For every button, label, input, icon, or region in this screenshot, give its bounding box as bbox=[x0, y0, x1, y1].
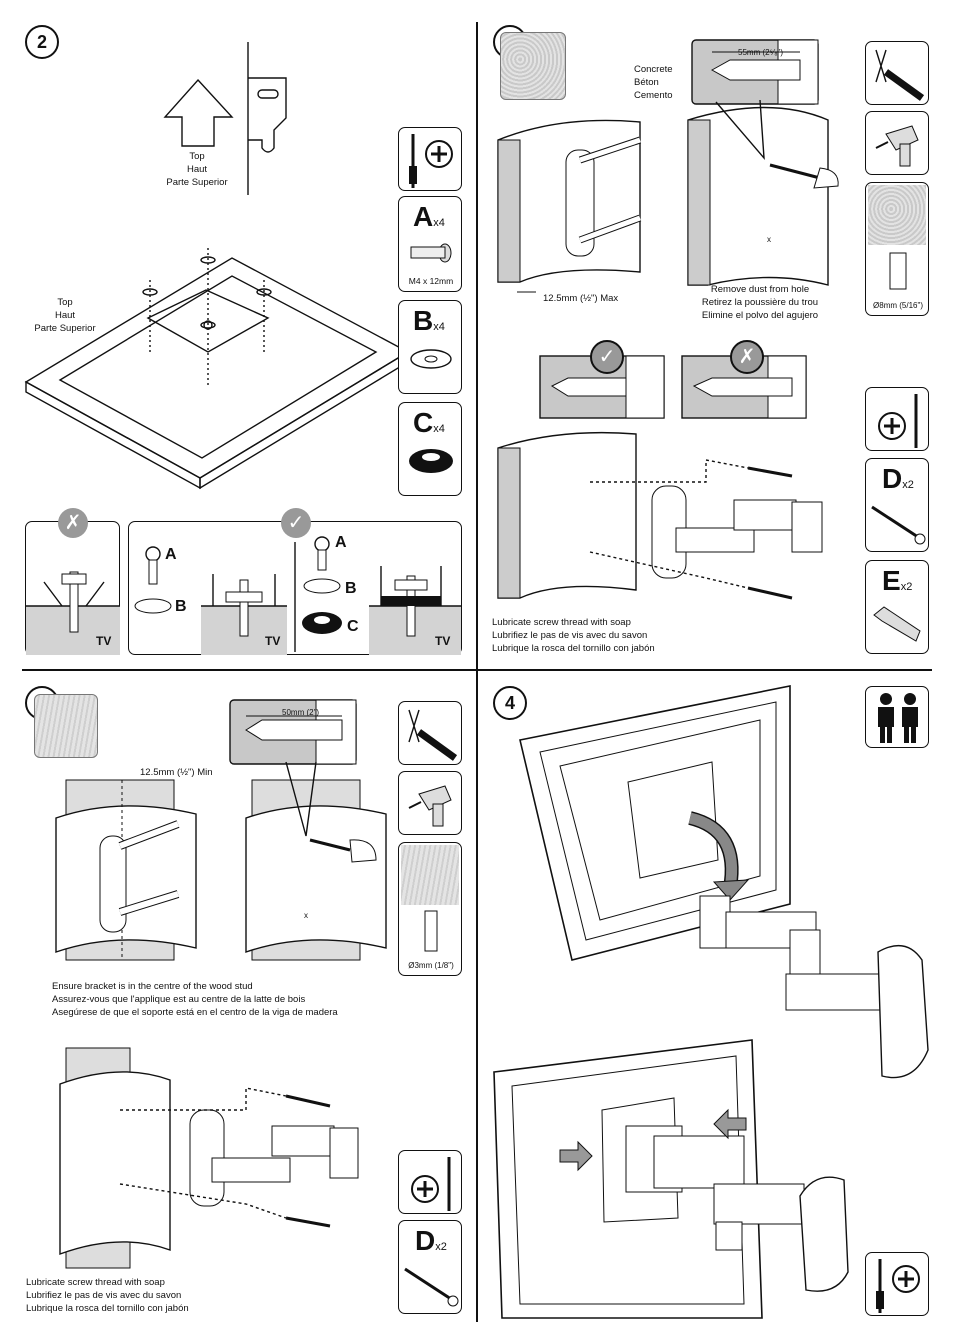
wrong-mount-panel: ✗ TV bbox=[25, 508, 120, 655]
pencil-panel bbox=[865, 41, 929, 105]
wood-screw-icon bbox=[871, 505, 926, 545]
centre-caption: Ensure bracket is in the centre of the w… bbox=[52, 981, 338, 1018]
spacer-icon bbox=[409, 449, 453, 473]
phillips-icon bbox=[425, 140, 453, 168]
phillips-icon bbox=[892, 1265, 920, 1293]
vesa-plate bbox=[146, 289, 270, 353]
two-person-icon bbox=[878, 693, 918, 743]
screwdriver-panel bbox=[398, 127, 462, 191]
drill-bit-icon bbox=[424, 910, 438, 952]
screwdriver-panel-step4 bbox=[865, 1252, 929, 1316]
right-mount-panel: ✓ A B A B C TV TV bbox=[128, 508, 462, 655]
part-e-panel: Ex2 bbox=[865, 560, 929, 654]
part-d-panel: Dx2 bbox=[865, 458, 929, 552]
pencil-icon bbox=[875, 49, 925, 101]
step-4-badge: 4 bbox=[493, 686, 527, 720]
wood-texture-swatch bbox=[34, 694, 98, 758]
screwdriver-panel-wood bbox=[398, 1150, 462, 1214]
depth-label-wood: 50mm (2") bbox=[282, 708, 320, 717]
part-b-panel: Bx4 bbox=[398, 300, 462, 394]
hole-mark-concrete: x bbox=[767, 235, 771, 244]
concrete-bit-panel: Ø8mm (5/16") bbox=[865, 182, 929, 316]
screwdriver-panel-2 bbox=[865, 387, 929, 451]
bolt-icon bbox=[410, 243, 452, 263]
pencil-icon bbox=[408, 709, 458, 761]
horizontal-divider bbox=[22, 669, 932, 671]
part-a-panel: Ax4 M4 x 12mm bbox=[398, 196, 462, 292]
anchor-correct-icon: ✓ bbox=[590, 340, 624, 374]
drill-icon bbox=[875, 125, 919, 167]
drill-bit-icon bbox=[889, 252, 907, 290]
depth-label-concrete: 55mm (2⁶⁄₈") bbox=[738, 48, 784, 57]
drill-icon bbox=[408, 785, 452, 827]
washer-icon bbox=[410, 349, 452, 369]
drill-panel-wood bbox=[398, 771, 462, 835]
step-2-badge: 2 bbox=[25, 25, 59, 59]
concrete-texture-swatch bbox=[500, 32, 566, 100]
edge-distance-concrete: 12.5mm (½") Max bbox=[543, 293, 619, 304]
pencil-panel-wood bbox=[398, 701, 462, 765]
wall-anchor-icon bbox=[873, 606, 921, 642]
right-mark-icon: ✓ bbox=[281, 508, 311, 538]
wood-bit-panel: Ø3mm (1/8") bbox=[398, 842, 462, 976]
vertical-divider bbox=[476, 22, 478, 1322]
up-arrow-icon bbox=[163, 78, 234, 147]
part-c-panel: Cx4 bbox=[398, 402, 462, 496]
phillips-icon bbox=[878, 412, 906, 440]
wrong-mark-icon: ✗ bbox=[58, 508, 88, 538]
edge-distance-wood: 12.5mm (½") Min bbox=[140, 767, 213, 778]
anchor-wrong-icon: ✗ bbox=[730, 340, 764, 374]
phillips-icon bbox=[411, 1175, 439, 1203]
part-d-panel-wood: Dx2 bbox=[398, 1220, 462, 1314]
drill-panel bbox=[865, 111, 929, 175]
two-person-panel bbox=[865, 686, 929, 748]
wood-screw-icon bbox=[404, 1267, 459, 1307]
hole-mark-wood: x bbox=[304, 911, 308, 920]
